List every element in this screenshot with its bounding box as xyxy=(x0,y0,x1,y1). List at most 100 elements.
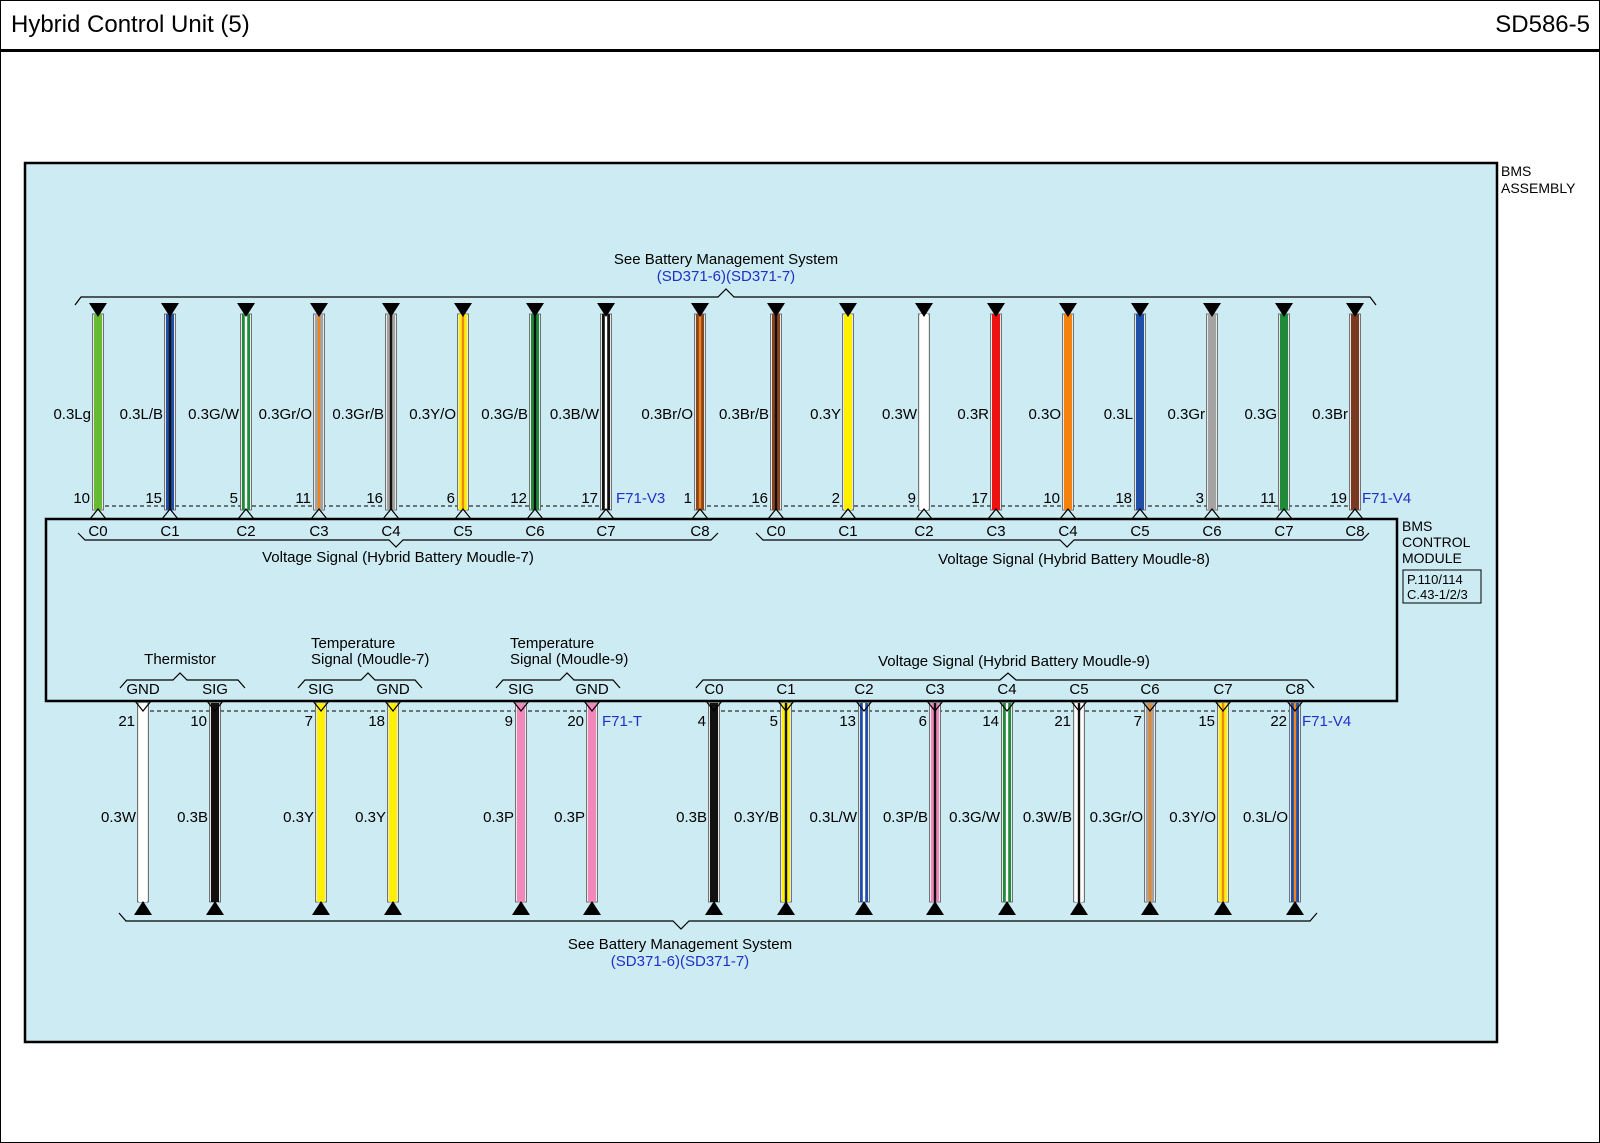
top-conn-label-3: C3 xyxy=(309,523,328,540)
top-connector-id-v3: F71-V3 xyxy=(616,490,665,507)
top-wire-terminal-15 xyxy=(1203,303,1221,317)
bottom-group-label-temp9-line-1: Temperature xyxy=(510,635,594,652)
bottom-wire-terminal-2 xyxy=(312,901,330,915)
top-wire-label-16: 0.3G xyxy=(1244,406,1277,423)
top-pin-chevron-15 xyxy=(1203,508,1221,520)
top-wire-15 xyxy=(1206,313,1218,511)
bottom-pin-chevron-1 xyxy=(206,700,224,712)
module-label-line-1: BMS xyxy=(1402,518,1432,534)
bottom-conn-label-6: C0 xyxy=(704,681,723,698)
top-wire-terminal-6 xyxy=(526,303,544,317)
top-pin-chevron-0 xyxy=(89,508,107,520)
bottom-pin-chevron-8 xyxy=(855,700,873,712)
bottom-pin-number-12: 7 xyxy=(1134,713,1142,730)
top-wire-terminal-1 xyxy=(161,303,179,317)
bottom-wire-2 xyxy=(315,702,327,903)
bottom-ref-bracket xyxy=(118,912,1318,930)
bottom-wire-label-13: 0.3Y/O xyxy=(1169,809,1216,826)
module-ref-line-1: P.110/114 xyxy=(1407,572,1463,587)
top-wire-label-13: 0.3O xyxy=(1028,406,1061,423)
top-pin-chevron-3 xyxy=(310,508,328,520)
top-wire-terminal-17 xyxy=(1346,303,1364,317)
top-pin-chevron-2 xyxy=(237,508,255,520)
module-ref-line-2: C.43-1/2/3 xyxy=(1407,587,1468,602)
top-wire-4 xyxy=(385,313,397,511)
bottom-wire-label-6: 0.3B xyxy=(676,809,707,826)
bottom-pin-chevron-5 xyxy=(583,700,601,712)
bottom-wire-11 xyxy=(1073,702,1085,903)
top-ref-link[interactable]: (SD371-6)(SD371-7) xyxy=(657,268,795,285)
bottom-pin-chevron-0 xyxy=(134,700,152,712)
bottom-pin-chevron-11 xyxy=(1070,700,1088,712)
bottom-group-label-voltage9: Voltage Signal (Hybrid Battery Moudle-9) xyxy=(878,653,1150,670)
top-wire-terminal-9 xyxy=(767,303,785,317)
bottom-pin-number-11: 21 xyxy=(1054,713,1071,730)
top-pin-chevron-6 xyxy=(526,508,544,520)
top-pin-chevron-9 xyxy=(767,508,785,520)
bottom-wire-label-2: 0.3Y xyxy=(283,809,314,826)
top-conn-label-8: C8 xyxy=(690,523,709,540)
page-title: Hybrid Control Unit (5) xyxy=(11,11,250,38)
top-conn-label-9: C0 xyxy=(766,523,785,540)
bottom-conn-label-4: SIG xyxy=(508,681,534,698)
top-wire-label-1: 0.3L/B xyxy=(120,406,163,423)
module-ref-box xyxy=(1402,569,1482,604)
bottom-wire-label-5: 0.3P xyxy=(554,809,585,826)
bottom-wire-terminal-10 xyxy=(998,901,1016,915)
bottom-wire-label-4: 0.3P xyxy=(483,809,514,826)
bottom-wire-5 xyxy=(586,702,598,903)
bottom-wire-9 xyxy=(929,702,941,903)
top-conn-label-4: C4 xyxy=(381,523,400,540)
top-wire-1 xyxy=(164,313,176,511)
bottom-pin-chevron-4 xyxy=(512,700,530,712)
top-wire-label-8: 0.3Br/O xyxy=(641,406,693,423)
bottom-group-label-temp7-line-2: Signal (Moudle-7) xyxy=(311,651,429,668)
bottom-pin-number-7: 5 xyxy=(770,713,778,730)
assembly-label-line-1: BMS xyxy=(1501,163,1531,179)
bottom-ref-link[interactable]: (SD371-6)(SD371-7) xyxy=(611,953,749,970)
top-wire-17 xyxy=(1349,313,1361,511)
top-wire-terminal-3 xyxy=(310,303,328,317)
top-pin-chevron-13 xyxy=(1059,508,1077,520)
top-pin-chevron-11 xyxy=(915,508,933,520)
top-pin-chevron-14 xyxy=(1131,508,1149,520)
bottom-pin-number-14: 22 xyxy=(1270,713,1287,730)
top-conn-label-11: C2 xyxy=(914,523,933,540)
top-pin-number-14: 18 xyxy=(1115,490,1132,507)
bottom-pin-number-2: 7 xyxy=(305,713,313,730)
bottom-group-bracket-temp7 xyxy=(297,672,423,689)
top-wire-11 xyxy=(918,313,930,511)
bottom-pin-chevron-13 xyxy=(1214,700,1232,712)
top-conn-label-14: C5 xyxy=(1130,523,1149,540)
top-wire-label-3: 0.3Gr/O xyxy=(259,406,312,423)
top-pin-number-8: 1 xyxy=(684,490,692,507)
bottom-conn-label-11: C5 xyxy=(1069,681,1088,698)
bottom-group-label-temp7-line-1: Temperature xyxy=(311,635,395,652)
top-wire-label-6: 0.3G/B xyxy=(481,406,528,423)
top-pin-chevron-16 xyxy=(1275,508,1293,520)
bottom-pin-chevron-3 xyxy=(384,700,402,712)
top-pin-number-11: 9 xyxy=(908,490,916,507)
top-pin-chevron-17 xyxy=(1346,508,1364,520)
bottom-wire-7 xyxy=(780,702,792,903)
top-wire-terminal-14 xyxy=(1131,303,1149,317)
bottom-conn-label-1: SIG xyxy=(202,681,228,698)
top-pin-number-1: 15 xyxy=(145,490,162,507)
bottom-connector-id-v4: F71-V4 xyxy=(1302,713,1351,730)
bottom-wire-label-11: 0.3W/B xyxy=(1023,809,1072,826)
bottom-wire-1 xyxy=(209,702,221,903)
top-group-bracket-8 xyxy=(755,532,1370,548)
top-wire-14 xyxy=(1134,313,1146,511)
top-pin-chevron-1 xyxy=(161,508,179,520)
bottom-wire-6 xyxy=(708,702,720,903)
bottom-group-bracket-voltage9 xyxy=(695,672,1315,689)
top-pin-number-9: 16 xyxy=(751,490,768,507)
bottom-wire-terminal-6 xyxy=(705,901,723,915)
top-connector-id-v4: F71-V4 xyxy=(1362,490,1411,507)
bottom-conn-label-8: C2 xyxy=(854,681,873,698)
bottom-pin-number-4: 9 xyxy=(505,713,513,730)
top-pin-number-3: 11 xyxy=(295,490,311,507)
top-conn-label-0: C0 xyxy=(88,523,107,540)
top-wire-label-0: 0.3Lg xyxy=(53,406,91,423)
